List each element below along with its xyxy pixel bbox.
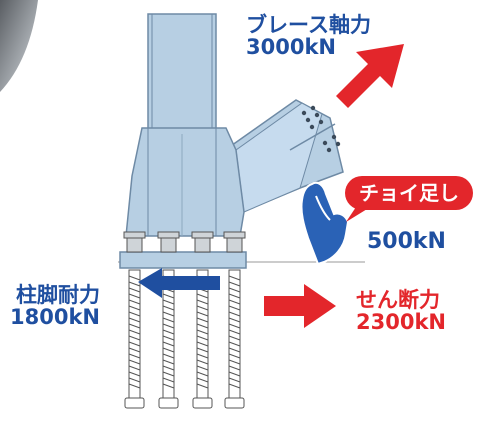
brace-member	[227, 99, 344, 214]
shear-force-value: 2300kN	[356, 310, 446, 335]
column-capacity-value: 1800kN	[10, 305, 100, 330]
boost-bubble-text: チョイ足し	[359, 181, 459, 205]
column-capacity-arrow	[138, 268, 220, 298]
brace-bolt-holes	[301, 105, 341, 153]
boost-bubble	[345, 176, 473, 222]
base-nuts	[123, 231, 246, 253]
shear-force-label: せん断力 2300kN	[356, 289, 446, 334]
shear-force-name: せん断力	[356, 288, 440, 312]
column-capacity-label: 柱脚耐力 1800kN	[10, 284, 100, 329]
hand-icon	[300, 181, 350, 266]
anchor-bolt	[192, 269, 213, 409]
brace-force-label: ブレース軸力 3000kN	[246, 14, 371, 59]
anchor-bolt	[124, 269, 145, 409]
anchor-bolts	[124, 269, 245, 409]
steel-column	[147, 13, 217, 135]
base-gusset	[125, 127, 245, 237]
brace-force-value: 3000kN	[246, 35, 336, 60]
base-plate	[119, 251, 247, 269]
brace-force-name: ブレース軸力	[246, 13, 371, 37]
shear-force-arrow	[264, 284, 336, 328]
anchor-bolt	[224, 269, 245, 409]
boost-value: 500kN	[367, 229, 446, 254]
column-capacity-name: 柱脚耐力	[16, 283, 100, 307]
photo-fragment	[0, 0, 38, 92]
brace-force-arrow	[336, 44, 404, 108]
